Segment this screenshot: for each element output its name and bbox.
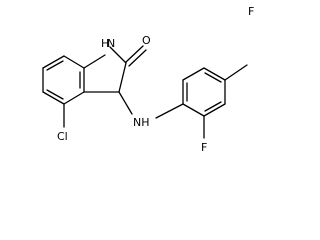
amine-linker [118, 91, 184, 119]
amide-h-label: H [101, 37, 109, 50]
bond-c4-c3a [63, 91, 85, 105]
bond-c7-c6 [42, 55, 65, 69]
bond-c2-c3 [118, 62, 127, 93]
bond-n1-c2 [109, 46, 127, 64]
benzene-ring-core [42, 55, 85, 105]
carbonyl-o-label: O [142, 34, 151, 47]
molecule-canvas: H N O NH Cl F F [42, 5, 254, 154]
bond-ar-e [203, 103, 226, 117]
chlorine-label: Cl [57, 130, 68, 143]
lactam-ring [83, 46, 127, 93]
bond-c5-c4 [42, 91, 65, 105]
double-bond-inner-2 [46, 89, 64, 100]
bond-c7a-c7 [63, 55, 85, 69]
carbonyl-group [125, 45, 147, 67]
amide-n-label: N [107, 37, 115, 50]
bond-c3-nh [118, 91, 133, 115]
bond-c2-o-double [128, 49, 147, 67]
bond-c2-o [125, 45, 144, 63]
bond-ar-f [182, 103, 205, 117]
fluorine-top-label: F [248, 5, 254, 18]
aryl-double-inner-3 [204, 101, 222, 112]
bond-ar-f-top [224, 64, 248, 81]
fluorine-bottom-label: F [201, 141, 207, 154]
difluorophenyl-ring [182, 67, 226, 117]
bond-ar-b [182, 67, 205, 81]
aryl-double-inner-2 [204, 72, 222, 83]
bond-ar-c [203, 67, 226, 81]
molecule-structure: H N O NH Cl F F [42, 5, 254, 154]
bond-nh-aryl [155, 103, 184, 119]
double-bond-inner-1 [46, 60, 64, 71]
amine-nh-label: NH [133, 116, 150, 129]
bond-c7a-n1 [83, 54, 106, 69]
